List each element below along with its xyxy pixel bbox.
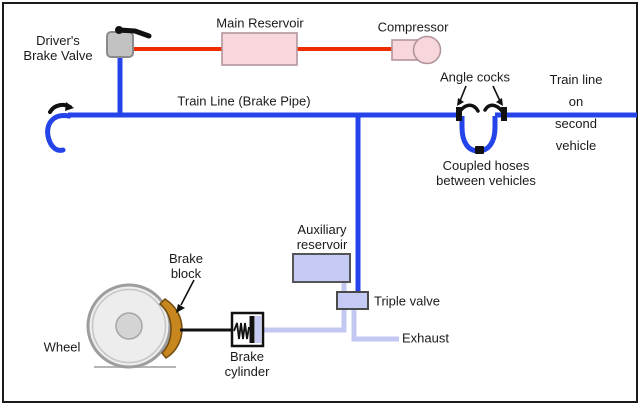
angle-cock-right-arrow	[492, 85, 501, 102]
coupled-hose	[459, 116, 498, 154]
train-line-label: Train Line (Brake Pipe)	[177, 93, 311, 109]
brake-cylinder-air-chamber	[255, 316, 261, 343]
brake-block-label: Brake block	[169, 251, 203, 281]
brake-cylinder-label: Brake cylinder	[224, 349, 270, 379]
compressor-wheel-shape	[412, 35, 442, 65]
front-hose-cock-tip-icon	[65, 102, 74, 111]
main-reservoir-label: Main Reservoir	[216, 15, 304, 31]
front-hose-hook	[45, 113, 72, 153]
angle-cock-left-arrowhead-icon	[457, 98, 464, 106]
angle-cock-right	[501, 107, 507, 121]
drivers-brake-valve-shape	[106, 31, 134, 58]
train-line-second-vehicle-label: Train line on second vehicle	[549, 72, 603, 153]
triple-valve-shape	[336, 291, 369, 310]
brake-block-arrow	[180, 279, 195, 306]
brake-block-arrowhead-icon	[176, 304, 185, 313]
brake-valve-handle-icon	[116, 27, 152, 39]
train-line-pipe	[68, 55, 637, 294]
triple-valve-label: Triple valve	[374, 293, 440, 309]
angle-cock-left-arrow	[459, 85, 467, 102]
angle-cock-left-handle-icon	[459, 103, 480, 113]
angle-cocks-label: Angle cocks	[439, 69, 511, 85]
coupled-hoses-label: Coupled hoses between vehicles	[436, 158, 536, 188]
brake-cylinder-spring-icon	[233, 322, 250, 340]
auxiliary-reservoir-shape	[292, 253, 351, 283]
wheel-hub	[115, 312, 143, 340]
angle-cock-left	[456, 107, 462, 121]
hose-coupling-head	[475, 146, 484, 154]
brake-cylinder-piston	[249, 316, 255, 343]
exhaust-pipe	[351, 308, 399, 342]
drivers-brake-valve-label: Driver's Brake Valve	[23, 33, 93, 63]
angle-cock-right-handle-icon	[483, 103, 504, 113]
exhaust-label: Exhaust	[402, 330, 449, 346]
brake-block-shape	[158, 298, 183, 359]
angle-cock-right-arrowhead-icon	[496, 98, 503, 106]
compressor-label: Compressor	[377, 19, 449, 35]
wheel-label: Wheel	[43, 339, 81, 355]
brake-cylinder-supply-pipe	[262, 308, 347, 333]
main-reservoir-shape	[221, 32, 298, 66]
auxiliary-reservoir-label: Auxiliary reservoir	[296, 222, 348, 252]
wheel-inner-ring	[91, 288, 167, 364]
